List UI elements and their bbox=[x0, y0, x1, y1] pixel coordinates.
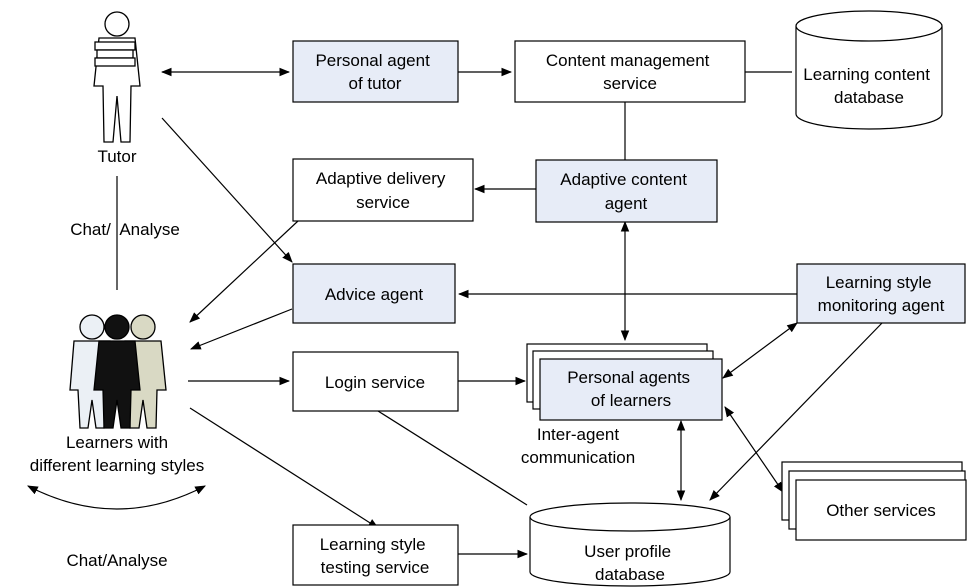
learning-style-monitoring-agent-label: Learning style monitoring agent bbox=[818, 273, 945, 315]
chat-analyse-curve bbox=[27, 485, 206, 510]
chat-analyse-vertical-label: Chat/ Analyse bbox=[70, 220, 180, 239]
connectors bbox=[27, 67, 884, 559]
adaptive-content-agent-node[interactable]: Adaptive content agent bbox=[535, 159, 718, 223]
advice-learners-arrow bbox=[189, 308, 293, 350]
ads-learners-arrow bbox=[189, 220, 299, 323]
adaptive-delivery-service-label: Adaptive delivery service bbox=[316, 169, 450, 212]
content-management-service-label: Content management service bbox=[546, 51, 714, 93]
learners-label-line1: Learners with bbox=[66, 433, 168, 452]
adaptive-content-agent-label: Adaptive content agent bbox=[560, 170, 691, 213]
learners-actor: Learners with different learning styles bbox=[30, 314, 205, 475]
user-profile-database-node[interactable]: User profile database bbox=[529, 502, 731, 587]
login-service-label: Login service bbox=[325, 373, 425, 392]
tutor-label: Tutor bbox=[97, 147, 136, 166]
adaptive-delivery-service-node[interactable]: Adaptive delivery service bbox=[292, 158, 474, 222]
login-upd-line bbox=[377, 410, 528, 506]
advice-agent-label: Advice agent bbox=[325, 285, 424, 304]
tutor-actor: Tutor bbox=[93, 11, 141, 166]
lsma-pal-arrow bbox=[722, 322, 798, 379]
user-profile-database-icon bbox=[529, 517, 731, 587]
user-profile-database-label: User profile database bbox=[584, 542, 676, 584]
tutor-advice-arrow bbox=[161, 117, 293, 263]
learners-lst-arrow bbox=[189, 407, 379, 529]
personal-agent-of-tutor-node[interactable]: Personal agent of tutor bbox=[292, 40, 459, 103]
tutor-figure-icon bbox=[93, 11, 141, 143]
personal-agents-of-learners-node[interactable]: Personal agents of learners bbox=[526, 343, 723, 421]
learners-label-line2: different learning styles bbox=[30, 456, 205, 475]
inter-agent-label-line1: Inter-agent bbox=[537, 425, 619, 444]
inter-agent-label-line2: communication bbox=[521, 448, 635, 467]
other-services-label: Other services bbox=[826, 501, 936, 520]
personal-agent-of-tutor-label: Personal agent of tutor bbox=[315, 51, 434, 93]
content-management-service-node[interactable]: Content management service bbox=[514, 40, 746, 103]
learning-style-monitoring-agent-node[interactable]: Learning style monitoring agent bbox=[796, 263, 966, 324]
pal-other-arrow bbox=[724, 406, 784, 493]
learning-style-testing-service-node[interactable]: Learning style testing service bbox=[292, 524, 459, 586]
learning-content-database-icon bbox=[795, 26, 943, 130]
other-services-node[interactable]: Other services bbox=[781, 461, 967, 541]
advice-agent-node[interactable]: Advice agent bbox=[292, 263, 456, 324]
learning-style-testing-service-label: Learning style testing service bbox=[320, 535, 431, 577]
learning-content-database-label: Learning content database bbox=[803, 65, 934, 107]
personal-agents-of-learners-label: Personal agents of learners bbox=[567, 368, 695, 410]
login-service-node[interactable]: Login service bbox=[292, 351, 459, 412]
chat-analyse-bottom-label: Chat/Analyse bbox=[66, 551, 167, 570]
learners-figures-icon bbox=[69, 314, 167, 429]
learning-content-database-node[interactable]: Learning content database bbox=[795, 10, 943, 130]
